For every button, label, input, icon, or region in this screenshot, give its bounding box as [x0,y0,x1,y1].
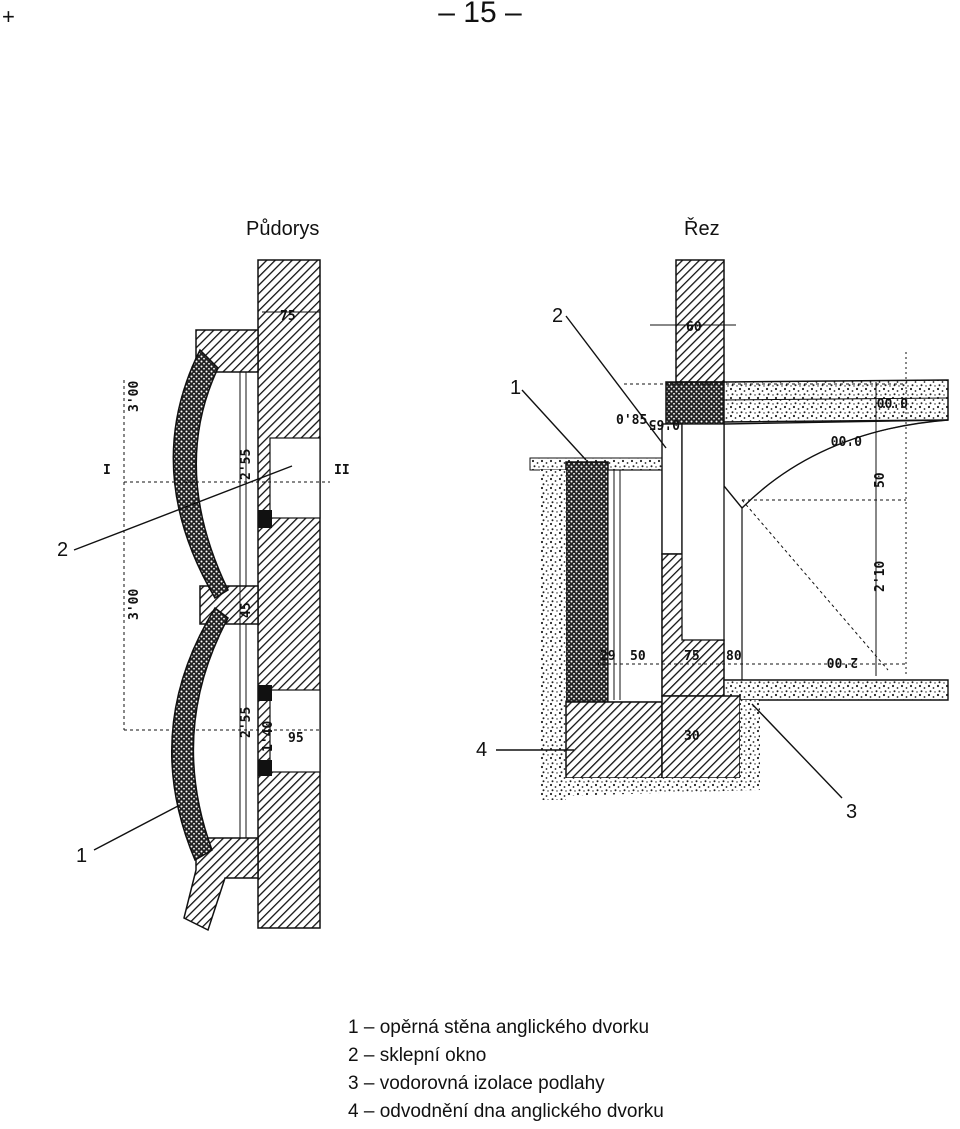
plan-dim-spacing-upper: 3'00 [127,381,142,412]
section-dim-level-a: 0'85 [616,413,647,428]
legend-item-2: 2 – sklepní okno [348,1045,487,1066]
section-drawing [529,259,949,800]
legend-item-3: 3 – vodorovná izolace podlahy [348,1073,605,1094]
section-dim-offset: 80 [726,649,742,664]
plan-bottom-block [183,837,259,932]
legend-item-4: 4 – odvodnění dna anglického dvorku [348,1101,664,1122]
section-dim-retaining: 29 [600,649,616,664]
section-dim-level-c: 0'00 [877,394,908,409]
plan-callout-1: 1 [76,845,87,867]
section-mark-one: I [103,463,111,478]
plan-arch-upper [172,348,229,600]
plan-dim-pier: 45 [239,602,254,618]
section-callout-1: 1 [510,377,521,399]
section-callout-4: 4 [476,739,487,761]
plan-arch-lower [170,606,229,862]
plan-dim-window-depth: 1'40 [261,721,276,752]
plan-window-opening-lower [269,689,321,773]
section-dim-courtyard: 50 [630,649,646,664]
section-dim-height: 2'10 [873,561,888,592]
page-number: – 15 – [438,0,522,29]
legend-item-1: 1 – opěrná stěna anglického dvorku [348,1017,650,1038]
plan-dim-wall: 75 [280,309,296,324]
plan-dim-bay-upper: 2'55 [239,449,254,480]
plan-title: Půdorys [246,218,320,240]
crop-mark: + [2,4,15,29]
plan-main-wall [257,259,321,929]
section-dim-footing: 30 [684,729,700,744]
section-dim-level-b: 0'65 [649,416,680,431]
plan-window-opening-upper [269,437,321,519]
plan-callout-2: 2 [57,539,68,561]
plan-dim-window-width: 95 [288,731,304,746]
section-mark-two: II [334,463,350,478]
section-dim-wall: 60 [686,320,702,335]
plan-dim-bay-lower: 2'55 [239,707,254,738]
section-title: Řez [684,218,720,240]
plan-dim-spacing-lower: 3'00 [127,589,142,620]
section-callout-3: 3 [846,801,857,823]
legend: 1 – opěrná stěna anglického dvorku 2 – s… [348,1014,664,1126]
section-dim-vault: 50 [873,472,888,488]
section-dim-wall-base: 75 [684,649,700,664]
section-dim-floor: 2'00 [827,654,858,669]
section-dim-level-d: 0'00 [831,432,862,447]
section-callout-2: 2 [552,305,563,327]
plan-drawing [123,259,330,932]
